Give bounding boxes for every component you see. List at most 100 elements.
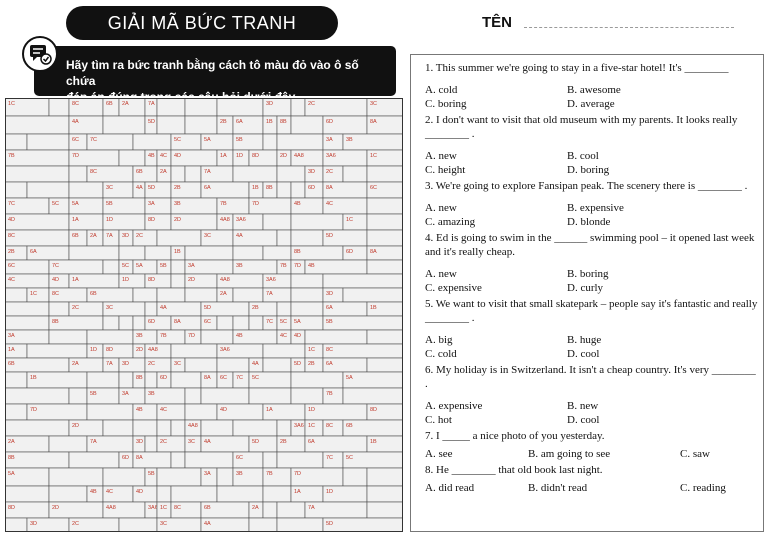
grid-cell[interactable] [170, 343, 218, 359]
grid-cell[interactable] [170, 259, 186, 275]
grid-cell[interactable] [48, 329, 88, 345]
option-c[interactable]: C. reading [680, 482, 726, 494]
option-d[interactable]: D. blonde [567, 216, 611, 228]
grid-cell[interactable] [5, 485, 50, 503]
grid-cell[interactable] [184, 357, 218, 373]
grid-cell[interactable] [156, 98, 186, 117]
grid-cell[interactable] [48, 485, 88, 503]
grid-cell[interactable] [184, 287, 218, 303]
grid-cell[interactable] [68, 165, 88, 183]
grid-cell[interactable] [184, 387, 202, 405]
grid-cell[interactable] [276, 181, 292, 199]
grid-cell[interactable] [5, 301, 50, 317]
grid-cell[interactable] [248, 315, 264, 331]
grid-cell[interactable] [276, 165, 306, 183]
grid-cell[interactable] [262, 343, 306, 359]
grid-cell[interactable] [290, 371, 344, 389]
grid-cell[interactable] [342, 387, 403, 405]
grid-cell[interactable] [5, 419, 70, 437]
grid-cell[interactable] [68, 245, 120, 261]
grid-cell[interactable] [366, 501, 403, 519]
grid-cell[interactable] [262, 501, 278, 519]
grid-cell[interactable] [184, 451, 234, 469]
option-c[interactable]: C. height [425, 164, 466, 176]
grid-cell[interactable] [86, 329, 134, 345]
option-a[interactable]: A. expensive [425, 400, 483, 412]
option-a[interactable]: A. big [425, 334, 453, 346]
grid-cell[interactable] [118, 245, 146, 261]
grid-cell[interactable] [290, 387, 324, 405]
grid-cell[interactable] [48, 435, 88, 453]
grid-cell[interactable] [290, 287, 324, 303]
grid-cell[interactable] [156, 467, 202, 487]
option-c[interactable]: C. boring [425, 98, 467, 110]
grid-cell[interactable] [102, 315, 120, 331]
grid-cell[interactable] [118, 517, 158, 532]
grid-cell[interactable] [290, 301, 324, 317]
option-b[interactable]: B. expensive [567, 202, 624, 214]
grid-cell[interactable] [102, 259, 120, 275]
grid-cell[interactable] [184, 98, 218, 117]
grid-cell[interactable] [26, 133, 70, 151]
grid-cell[interactable] [216, 357, 250, 373]
grid-cell[interactable] [68, 451, 120, 469]
grid-cell[interactable] [5, 287, 28, 303]
grid-cell[interactable] [322, 517, 403, 532]
option-c[interactable]: C. hot [425, 414, 452, 426]
grid-cell[interactable] [118, 149, 146, 167]
grid-cell[interactable] [118, 315, 134, 331]
option-d[interactable]: D. cool [567, 414, 600, 426]
grid-cell[interactable] [170, 273, 186, 289]
grid-cell[interactable] [5, 315, 50, 331]
grid-cell[interactable] [86, 403, 134, 421]
option-c[interactable]: C. cold [425, 348, 457, 360]
option-d[interactable]: D. boring [567, 164, 610, 176]
grid-cell[interactable] [322, 315, 403, 331]
grid-cell[interactable] [262, 357, 292, 373]
grid-cell[interactable] [216, 98, 264, 117]
option-d[interactable]: D. average [567, 98, 615, 110]
grid-cell[interactable] [68, 387, 88, 405]
grid-cell[interactable] [156, 419, 172, 437]
grid-cell[interactable] [248, 387, 292, 405]
grid-cell[interactable] [366, 165, 403, 183]
grid-cell[interactable] [48, 467, 104, 487]
option-a[interactable]: A. new [425, 268, 457, 280]
grid-cell[interactable] [366, 329, 403, 345]
grid-cell[interactable] [304, 329, 368, 345]
grid-cell[interactable] [184, 245, 234, 261]
grid-cell[interactable] [342, 165, 368, 183]
grid-cell[interactable] [232, 419, 278, 437]
grid-cell[interactable] [102, 467, 146, 487]
grid-cell[interactable] [5, 181, 28, 199]
grid-cell[interactable] [170, 419, 186, 437]
grid-cell[interactable] [170, 165, 186, 183]
grid-cell[interactable] [144, 371, 158, 389]
option-a[interactable]: A. new [425, 150, 457, 162]
grid-cell[interactable] [170, 451, 186, 469]
option-d[interactable]: D. cool [567, 348, 600, 360]
grid-cell[interactable] [290, 115, 324, 135]
grid-cell[interactable] [262, 245, 292, 261]
grid-cell[interactable] [290, 229, 324, 247]
grid-cell[interactable] [200, 329, 234, 345]
grid-cell[interactable] [48, 301, 70, 317]
option-a[interactable]: A. did read [425, 482, 475, 494]
grid-cell[interactable] [290, 98, 306, 117]
grid-cell[interactable] [118, 371, 134, 389]
grid-cell[interactable] [144, 245, 172, 261]
grid-cell[interactable] [156, 485, 172, 503]
grid-cell[interactable] [322, 273, 403, 289]
grid-cell[interactable] [132, 287, 158, 303]
grid-cell[interactable] [26, 343, 88, 359]
grid-cell[interactable] [276, 419, 292, 437]
grid-cell[interactable] [290, 273, 324, 289]
option-b[interactable]: B. boring [567, 268, 609, 280]
option-c[interactable]: C. saw [680, 448, 710, 460]
grid-cell[interactable] [102, 115, 146, 135]
grid-cell[interactable] [322, 343, 403, 359]
grid-cell[interactable] [366, 259, 403, 275]
grid-cell[interactable] [342, 287, 403, 303]
grid-cell[interactable] [290, 213, 344, 231]
